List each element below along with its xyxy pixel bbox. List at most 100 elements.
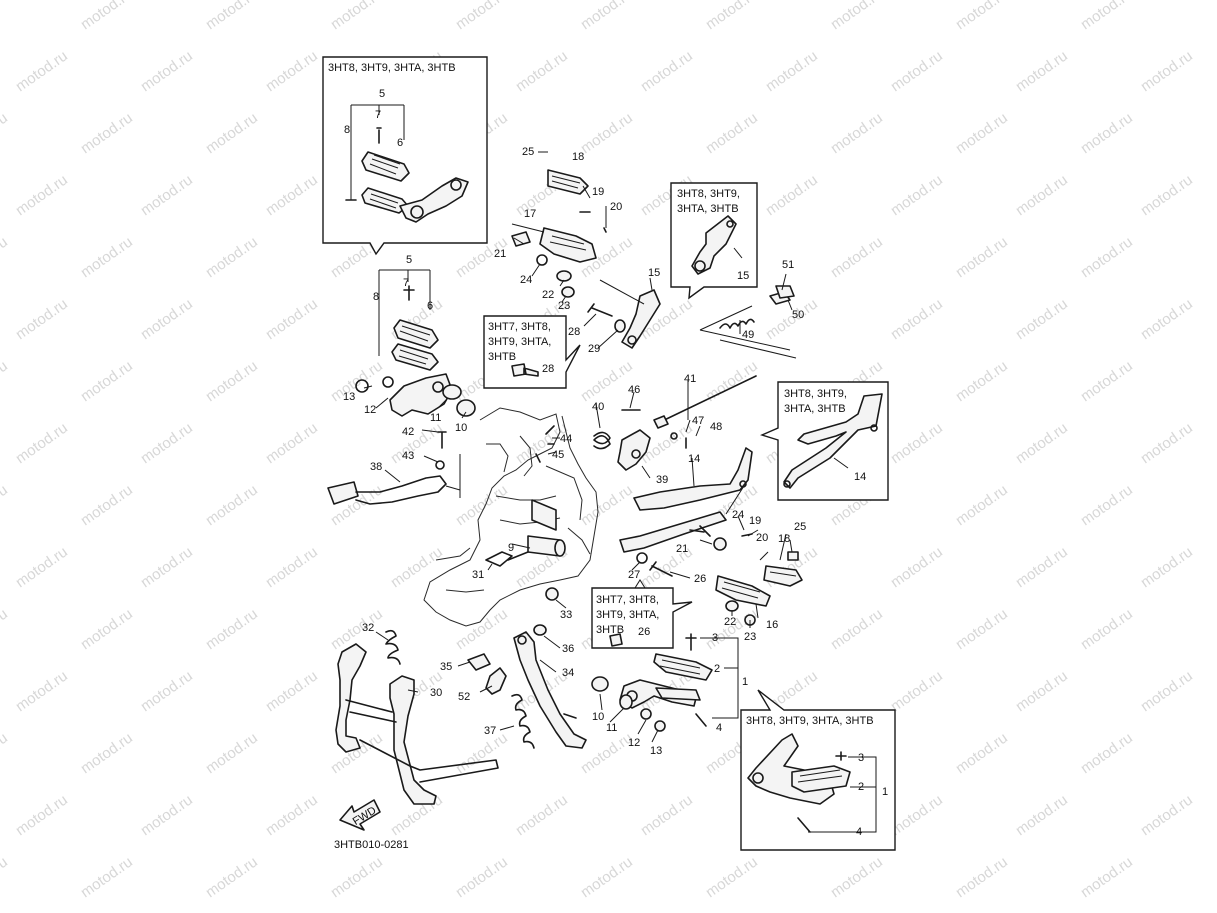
part-callout-c19b: 19: [749, 515, 761, 527]
watermark-text: motod.ru: [1078, 605, 1136, 653]
watermark-text: motod.ru: [13, 667, 71, 715]
part-callout-c37: 37: [484, 725, 496, 737]
part-callout-c44: 44: [560, 433, 572, 445]
watermark-text: motod.ru: [0, 729, 11, 777]
inset-box-mid-left: 3HT7, 3HT8, 3HT9, 3HTA, 3HTB: [483, 315, 581, 389]
watermark-text: motod.ru: [78, 233, 136, 281]
watermark-text: motod.ru: [78, 853, 136, 901]
part-callout-c2b: 2: [858, 781, 864, 793]
part-callout-c14b: 14: [854, 471, 866, 483]
watermark-text: motod.ru: [953, 853, 1011, 901]
watermark-text: motod.ru: [1078, 853, 1136, 901]
part-callout-c12b: 12: [628, 737, 640, 749]
watermark-text: motod.ru: [203, 481, 261, 529]
part-callout-c29: 29: [588, 343, 600, 355]
watermark-text: motod.ru: [1078, 233, 1136, 281]
part-callout-c24a: 24: [520, 274, 532, 286]
inset-box-lower-middle: 3HT7, 3HT8, 3HT9, 3HTA, 3HTB: [591, 579, 693, 649]
part-callout-c5b: 5: [406, 254, 412, 266]
watermark-text: motod.ru: [1138, 543, 1196, 591]
watermark-text: motod.ru: [263, 667, 321, 715]
part-callout-c1b: 1: [882, 786, 888, 798]
watermark-text: motod.ru: [953, 357, 1011, 405]
part-callout-c39: 39: [656, 474, 668, 486]
part-callout-c3b: 3: [858, 752, 864, 764]
watermark-text: motod.ru: [78, 481, 136, 529]
watermark-text: motod.ru: [828, 0, 886, 33]
watermark-text: motod.ru: [13, 791, 71, 839]
watermark-text: motod.ru: [138, 295, 196, 343]
watermark-text: motod.ru: [328, 0, 386, 33]
watermark-text: motod.ru: [263, 171, 321, 219]
watermark-text: motod.ru: [888, 791, 946, 839]
part-callout-c23a: 23: [558, 300, 570, 312]
part-callout-c28a: 28: [568, 326, 580, 338]
part-callout-c32: 32: [362, 622, 374, 634]
watermark-text: motod.ru: [0, 233, 11, 281]
watermark-text: motod.ru: [78, 109, 136, 157]
part-callout-c8b: 8: [373, 291, 379, 303]
part-callout-c10b: 10: [592, 711, 604, 723]
watermark-text: motod.ru: [1138, 791, 1196, 839]
watermark-text: motod.ru: [0, 109, 11, 157]
part-callout-c33: 33: [560, 609, 572, 621]
svg-text:3HT9, 3HTA,: 3HT9, 3HTA,: [488, 336, 551, 348]
part-callout-c11a: 11: [430, 412, 441, 424]
watermark-text: motod.ru: [203, 233, 261, 281]
part-callout-c4b: 4: [856, 826, 862, 838]
svg-text:3HTA, 3HTB: 3HTA, 3HTB: [677, 203, 739, 215]
watermark-text: motod.ru: [638, 47, 696, 95]
watermark-text: motod.ru: [388, 543, 446, 591]
watermark-text: motod.ru: [703, 0, 761, 33]
part-callout-c47: 47: [692, 415, 704, 427]
watermark-text: motod.ru: [263, 419, 321, 467]
svg-text:3HT8, 3HT9, 3HTA, 3HTB: 3HT8, 3HT9, 3HTA, 3HTB: [746, 715, 874, 727]
part-callout-c5a: 5: [379, 88, 385, 100]
watermark-text: motod.ru: [263, 543, 321, 591]
watermark-text: motod.ru: [953, 109, 1011, 157]
svg-text:3HTA, 3HTB: 3HTA, 3HTB: [784, 403, 846, 415]
watermark-text: motod.ru: [1078, 481, 1136, 529]
part-callout-c11b: 11: [606, 722, 617, 734]
part-callout-c16: 16: [766, 619, 778, 631]
watermark-text: motod.ru: [1078, 0, 1136, 33]
watermark-text: motod.ru: [888, 295, 946, 343]
part-callout-c46: 46: [628, 384, 640, 396]
part-callout-c12a: 12: [364, 404, 376, 416]
watermark-text: motod.ru: [763, 171, 821, 219]
part-callout-c9: 9: [508, 542, 514, 554]
part-callout-c4a: 4: [716, 722, 722, 734]
watermark-text: motod.ru: [953, 729, 1011, 777]
watermark-text: motod.ru: [1013, 295, 1071, 343]
watermark-text: motod.ru: [203, 357, 261, 405]
part-callout-c26a: 26: [694, 573, 706, 585]
part-callout-c18b: 18: [778, 533, 790, 545]
svg-text:3HT7, 3HT8,: 3HT7, 3HT8,: [488, 321, 551, 333]
part-callout-c6a: 6: [397, 137, 403, 149]
watermark-text: motod.ru: [578, 109, 636, 157]
inset-box-top-left: 3HT8, 3HT9, 3HTA, 3HTB: [322, 56, 488, 256]
part-callout-c43: 43: [402, 450, 414, 462]
part-callout-c14a: 14: [688, 453, 700, 465]
part-callout-c25a: 25: [522, 146, 534, 158]
part-callout-c31: 31: [472, 569, 484, 581]
part-callout-c40: 40: [592, 401, 604, 413]
watermark-text: motod.ru: [203, 729, 261, 777]
watermark-text: motod.ru: [203, 0, 261, 33]
watermark-text: motod.ru: [13, 47, 71, 95]
part-callout-c28b: 28: [542, 363, 554, 375]
part-callout-c51: 51: [782, 259, 794, 271]
watermark-text: motod.ru: [78, 0, 136, 33]
watermark-text: motod.ru: [13, 295, 71, 343]
watermark-text: motod.ru: [638, 791, 696, 839]
part-callout-c6b: 6: [427, 300, 433, 312]
part-callout-c42: 42: [402, 426, 414, 438]
watermark-text: motod.ru: [1138, 667, 1196, 715]
watermark-text: motod.ru: [513, 791, 571, 839]
part-callout-c38: 38: [370, 461, 382, 473]
watermark-text: motod.ru: [578, 481, 636, 529]
watermark-text: motod.ru: [453, 853, 511, 901]
watermark-text: motod.ru: [888, 171, 946, 219]
watermark-text: motod.ru: [888, 419, 946, 467]
